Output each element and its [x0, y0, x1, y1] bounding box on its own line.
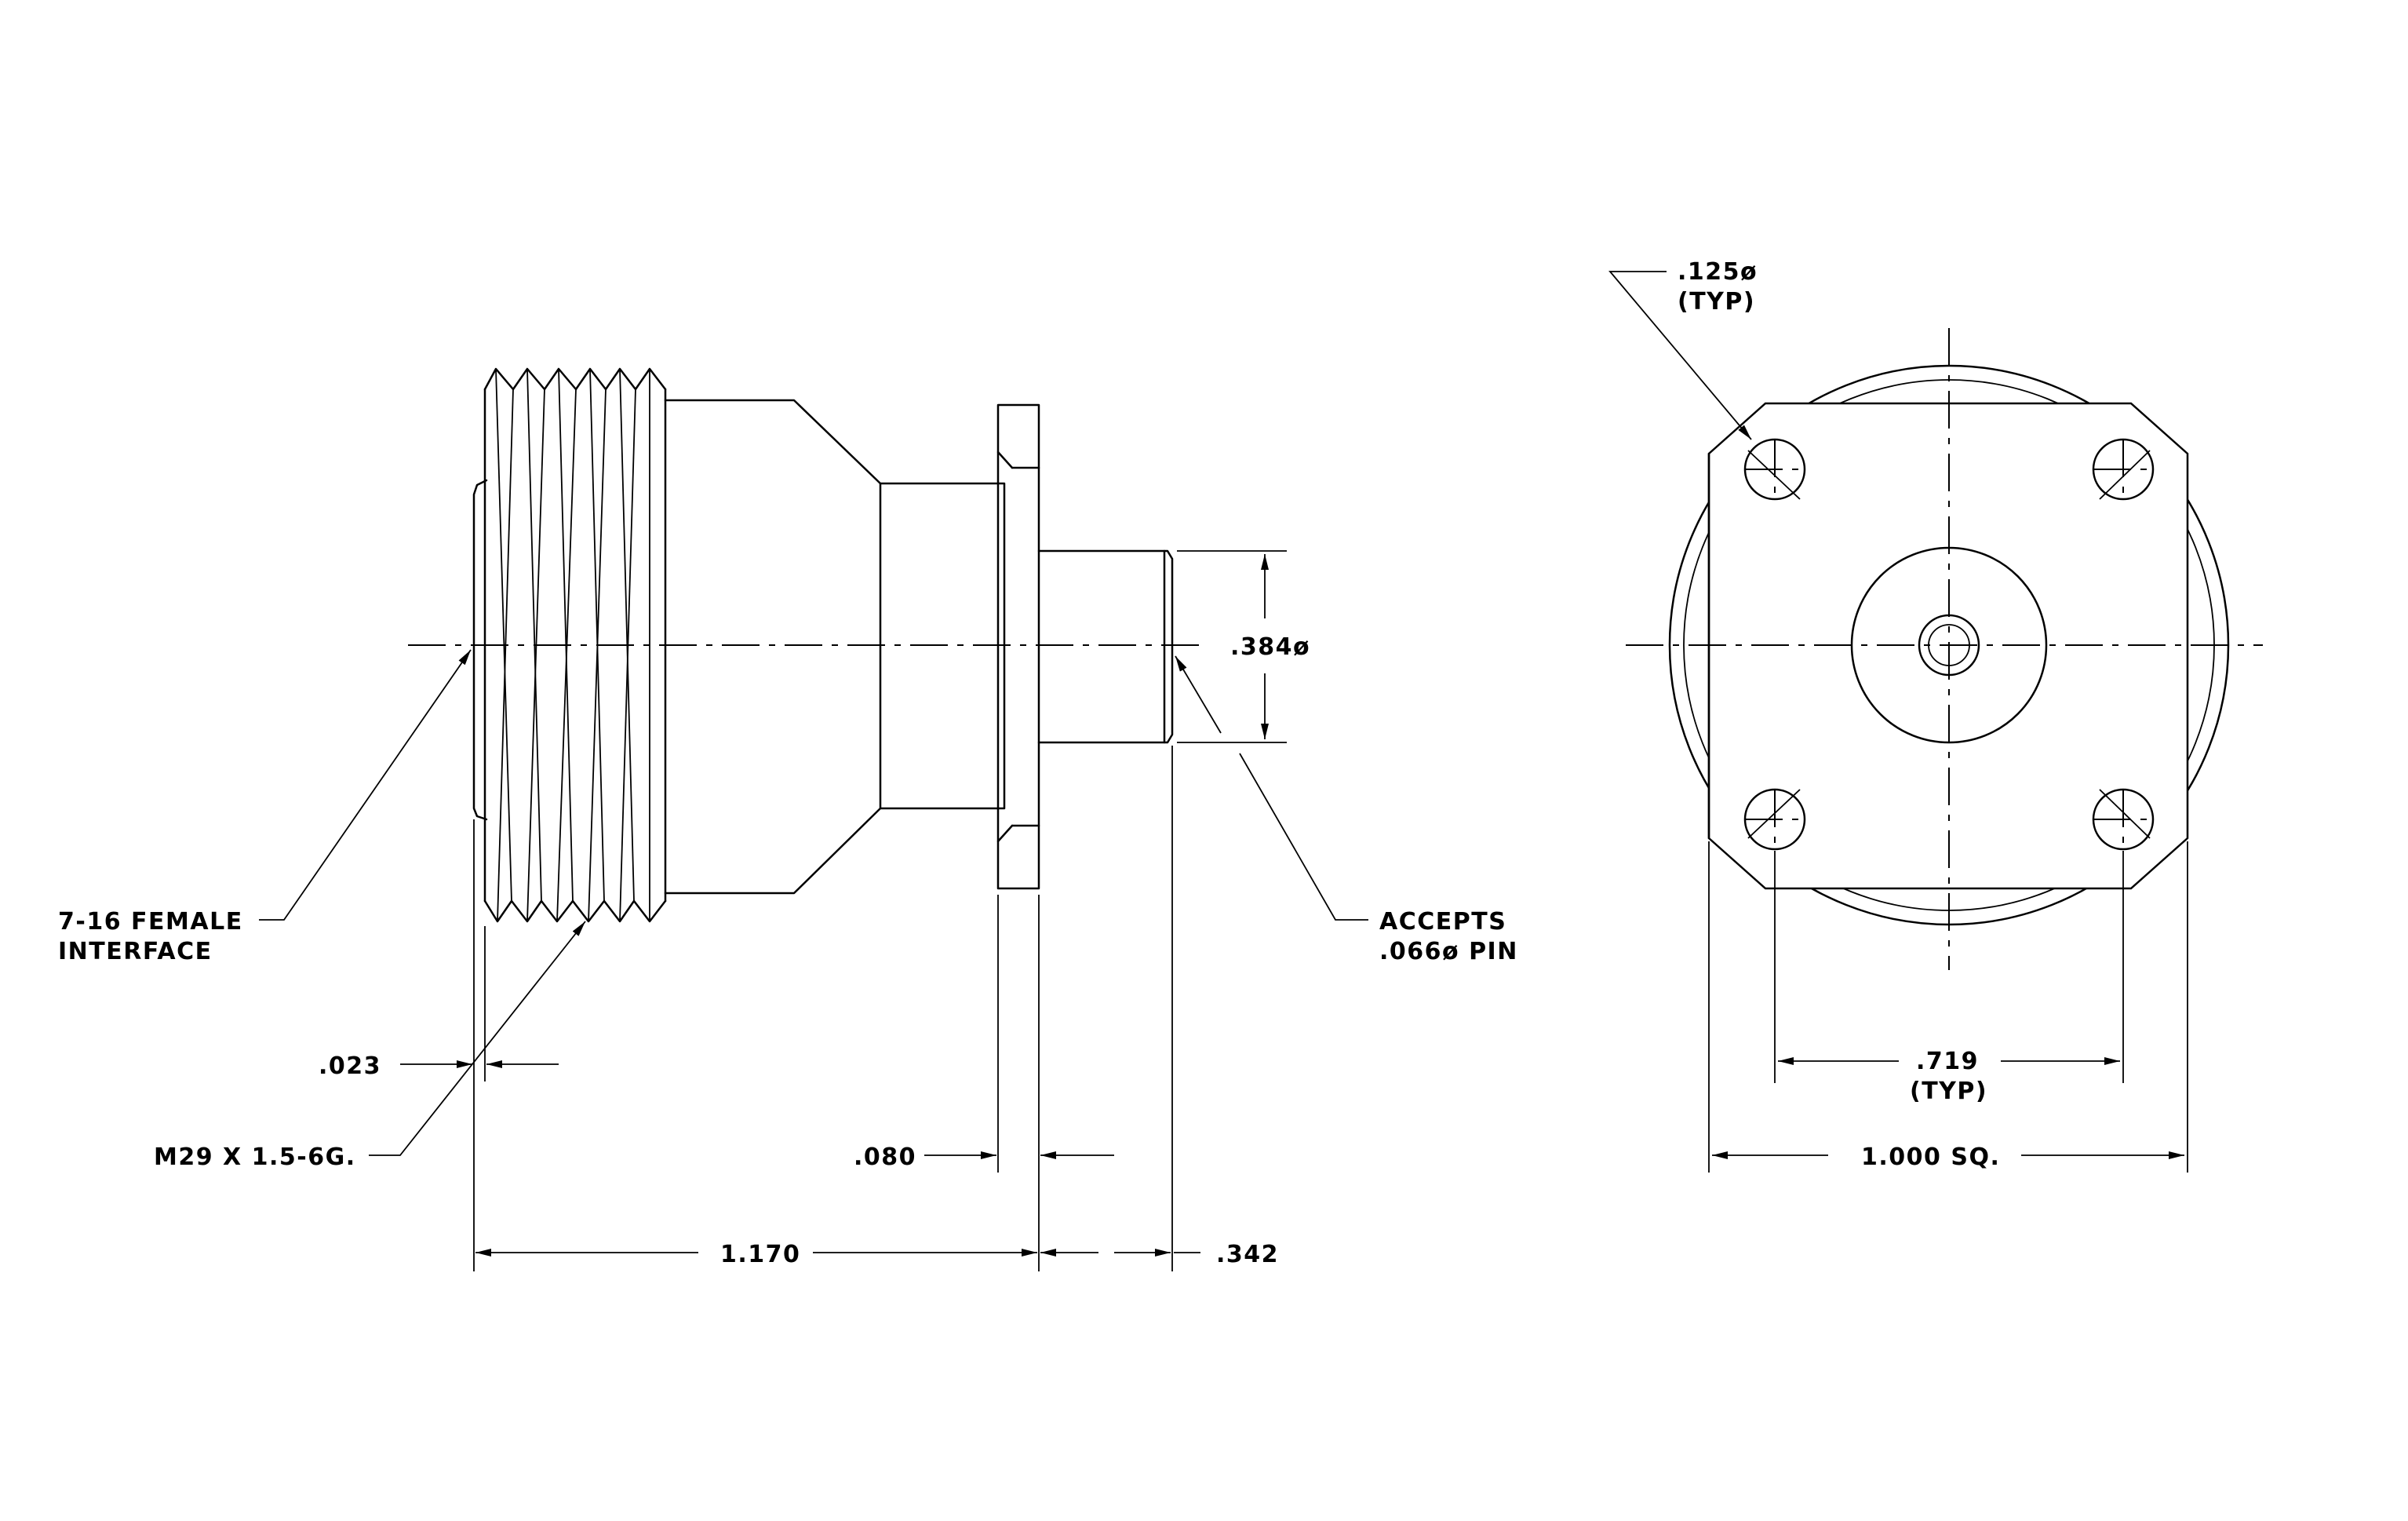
pin-leader [1239, 753, 1368, 921]
body-cylinder-cone [664, 399, 1006, 895]
threaded-body [483, 367, 667, 923]
dim-342-label: .342 [1216, 1241, 1279, 1268]
thread-leader [369, 921, 586, 1156]
interface-label-2: INTERFACE [58, 938, 213, 965]
side-view: .384ø 7-16 FEMALE INTERFACE M29 X 1.5-6G… [58, 367, 1518, 1271]
dim-384-label: .384ø [1230, 633, 1310, 661]
rear-body [1037, 549, 1174, 744]
center-insulator [1850, 546, 2048, 744]
spacing-label-2: (TYP) [1910, 1078, 1987, 1105]
center-pin-inner [1928, 624, 1970, 666]
dim-080-label: .080 [854, 1143, 916, 1171]
pin-label-1: ACCEPTS [1379, 908, 1506, 936]
end-view: .125ø (TYP) .719 (TYP) 1.000 SQ. [1608, 258, 2263, 1173]
pin-label-2: .066ø PIN [1379, 938, 1518, 965]
interface-face [472, 479, 488, 821]
interface-label-1: 7-16 FEMALE [58, 908, 243, 936]
hole-label-2: (TYP) [1678, 288, 1755, 316]
spacing-label-1: .719 [1916, 1048, 1979, 1075]
thread-label: M29 X 1.5-6G. [154, 1143, 356, 1171]
mounting-flange [996, 403, 1040, 890]
flange-size-label: 1.000 SQ. [1861, 1143, 2000, 1171]
extension-lines [473, 550, 1287, 1271]
dim-1170-label: 1.170 [720, 1241, 800, 1268]
hole-leader [1608, 271, 1752, 440]
mounting-holes [1743, 438, 2155, 851]
dim-023-label: .023 [319, 1052, 381, 1080]
center-pin-outer [1918, 614, 1980, 677]
hole-label-1: .125ø [1678, 258, 1758, 286]
interface-leader [259, 649, 472, 921]
